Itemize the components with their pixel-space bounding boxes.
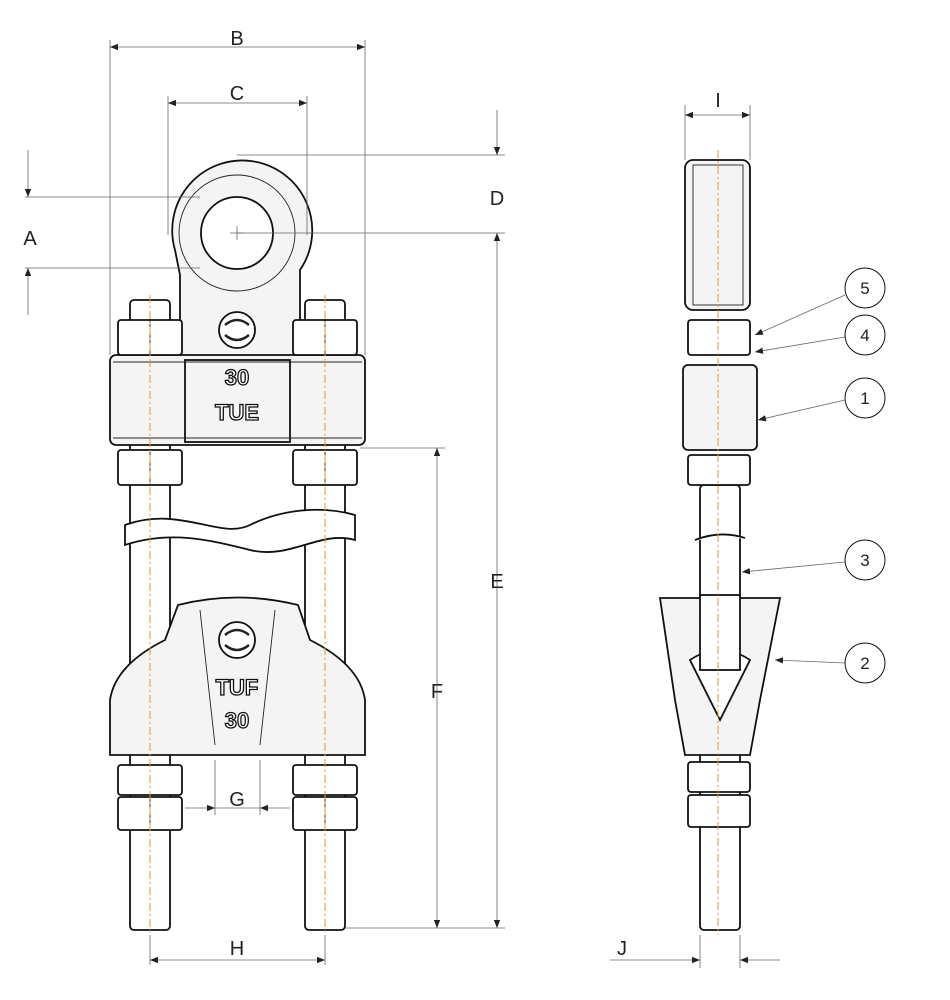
lower-clamp-body bbox=[109, 596, 366, 756]
dim-label-d: D bbox=[490, 188, 504, 210]
upper-type-marking: TUE bbox=[215, 400, 259, 425]
upper-clamp-body bbox=[109, 354, 366, 446]
break-line bbox=[124, 508, 356, 553]
balloon-1: 1 bbox=[860, 389, 869, 408]
dim-label-h: H bbox=[230, 938, 244, 960]
logo-icon bbox=[218, 311, 256, 659]
dim-label-e: E bbox=[490, 571, 503, 593]
dim-label-g: G bbox=[229, 789, 245, 811]
eye-bracket bbox=[171, 159, 314, 366]
dim-label-f: F bbox=[431, 681, 443, 703]
lower-type-marking: TUF bbox=[216, 675, 259, 700]
dim-label-i: I bbox=[715, 90, 721, 112]
lower-size-marking: 30 bbox=[225, 708, 249, 733]
dimension-lines bbox=[24, 40, 780, 968]
balloon-3: 3 bbox=[860, 551, 869, 570]
upper-size-marking: 30 bbox=[225, 365, 249, 390]
balloon-5: 5 bbox=[860, 279, 869, 298]
balloon-4: 4 bbox=[860, 326, 869, 345]
part-balloons bbox=[741, 267, 886, 684]
dim-label-j: J bbox=[617, 938, 627, 960]
balloon-2: 2 bbox=[860, 654, 869, 673]
front-view: 30 TUE TUF 30 bbox=[109, 159, 366, 935]
dim-label-b: B bbox=[230, 28, 243, 50]
dim-label-c: C bbox=[230, 83, 244, 105]
side-view bbox=[658, 150, 782, 935]
dim-label-a: A bbox=[23, 228, 37, 250]
